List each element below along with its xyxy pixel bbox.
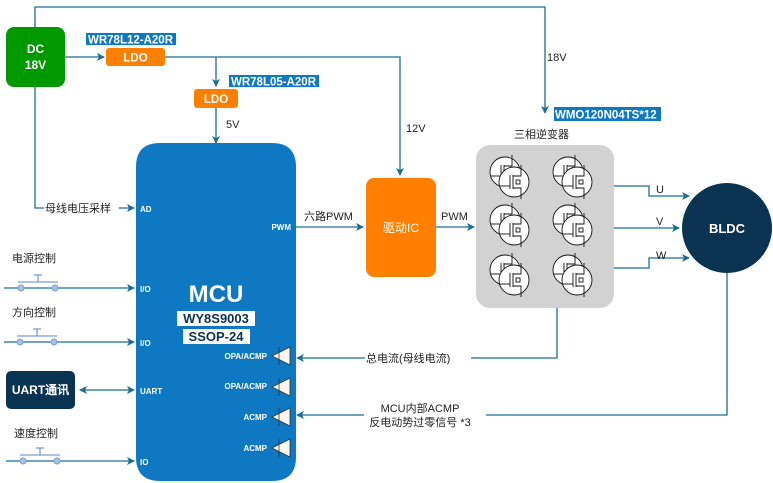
mosfet-array: [489, 155, 593, 297]
phase-u-label: U: [656, 184, 664, 196]
mosfet-icon: [561, 165, 593, 199]
ldo2-part-highlight: [229, 75, 319, 87]
pwm-out-label: PWM: [441, 211, 468, 223]
bldc-label: BLDC: [709, 221, 746, 236]
wire-phase-u: [614, 185, 690, 200]
power-control-switch[interactable]: [17, 274, 59, 292]
bus-current-label: 总电流(母线电流): [366, 351, 450, 365]
wire-dc-18v-to-inverter: [34, 6, 549, 114]
phase-w-label: W: [656, 250, 667, 262]
pin-opa-acmp-2: OPA/ACMP: [224, 382, 267, 391]
bus-voltage-label-group: 母线电压采样: [44, 200, 119, 215]
wires: [4, 6, 728, 465]
six-pwm-label: 六路PWM: [304, 210, 353, 223]
three-phase-inverter: [476, 145, 614, 308]
pin-io-1: I/O: [140, 285, 151, 294]
bemf-label-line1: MCU内部ACMP: [381, 401, 460, 415]
label-5v: 5V: [226, 119, 240, 131]
direction-control-label: 方向控制: [12, 305, 56, 319]
driver-ic-block: 驱动IC: [366, 178, 436, 277]
ldo2-part-number: WR78L05-A20R: [231, 77, 317, 89]
uart-comm-label: UART通讯: [12, 382, 69, 397]
bus-voltage-sample-label: 母线电压采样: [45, 201, 111, 215]
mosfet-icon: [498, 165, 530, 199]
pin-acmp-2: ACMP: [243, 444, 267, 453]
dc-label: DC: [27, 42, 45, 56]
mcu-block: MCU WY8S9003 SSOP-24 AD I/O I/O UART IO …: [136, 143, 296, 481]
mosfet-icon: [561, 263, 593, 297]
dc-source: DC 18V: [6, 27, 65, 87]
inverter-part-number: WMO120N04TS*12: [555, 110, 657, 122]
mcu-package: SSOP-24: [189, 329, 245, 344]
power-control-label: 电源控制: [12, 251, 56, 265]
ldo-12v: WR78L12-A20R LDO: [86, 33, 176, 66]
inverter-part-highlight: [554, 107, 661, 121]
opamp-icon: [271, 346, 291, 366]
pin-ad: AD: [140, 205, 152, 214]
ldo-5v: WR78L05-A20R LDO: [194, 75, 319, 108]
wire-bus-voltage-sample: [34, 86, 135, 212]
driver-ic-label: 驱动IC: [383, 221, 419, 235]
bemf-label-group: MCU内部ACMP 反电动势过零信号 *3: [364, 400, 486, 430]
speed-control-label: 速度控制: [14, 426, 58, 440]
dc-voltage: 18V: [25, 58, 46, 72]
label-12v: 12V: [406, 123, 426, 135]
mcu-title: MCU: [189, 281, 244, 308]
ldo1-label: LDO: [123, 53, 147, 65]
pin-uart: UART: [140, 387, 162, 396]
direction-control-switch[interactable]: [16, 328, 58, 346]
wire-ldo1-12v-to-driver: [165, 56, 404, 176]
comparator-icon: [271, 407, 291, 427]
ldo1-part-number: WR78L12-A20R: [88, 35, 174, 47]
pin-pwm: PWM: [271, 223, 291, 232]
mcu-part-number: WY8S9003: [183, 311, 249, 326]
bldc-motor: BLDC: [682, 183, 772, 273]
mosfet-icon: [498, 213, 530, 247]
wire-phase-w: [614, 254, 690, 269]
uart-comm-block[interactable]: UART通讯: [6, 371, 75, 409]
comparator-icon: [271, 438, 291, 458]
phase-v-label: V: [656, 216, 664, 228]
pin-io-3: IO: [140, 458, 148, 467]
mosfet-icon: [498, 263, 530, 297]
opamp-icon: [271, 377, 291, 397]
bus-current-label-group: 总电流(母线电流): [365, 350, 471, 365]
mosfet-icon: [561, 213, 593, 247]
ldo2-label: LDO: [204, 94, 228, 106]
bemf-label-line2: 反电动势过零信号 *3: [369, 416, 470, 429]
pin-opa-acmp-1: OPA/ACMP: [224, 352, 267, 361]
pin-acmp-1: ACMP: [243, 413, 267, 422]
speed-control-switch[interactable]: [19, 447, 61, 465]
label-18v: 18V: [547, 52, 567, 64]
pin-io-2: I/O: [140, 339, 151, 348]
inverter-title: 三相逆变器: [514, 127, 569, 141]
ldo1-part-highlight: [86, 33, 176, 45]
